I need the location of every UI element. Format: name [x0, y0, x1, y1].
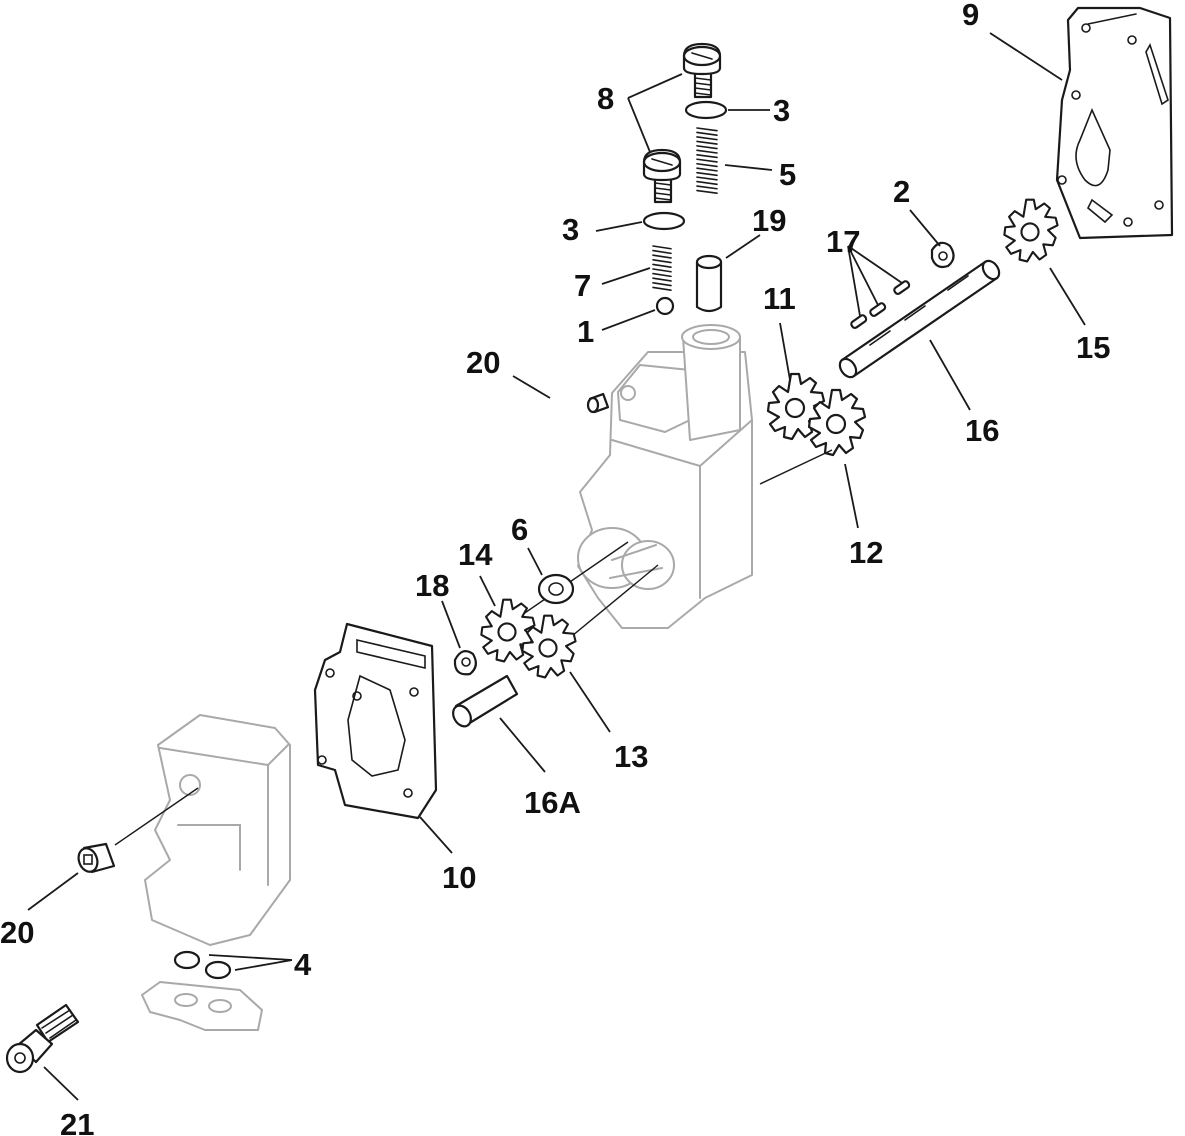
callout-7: 7 [574, 268, 591, 303]
gear-15 [1003, 198, 1059, 263]
callout-1: 1 [577, 314, 594, 349]
callout-12: 12 [849, 535, 883, 570]
callout-21: 21 [60, 1107, 94, 1136]
spring-coil [696, 136, 718, 141]
callout-11: 11 [763, 281, 796, 316]
callout-16: 16 [965, 413, 999, 448]
axis-line-gear-12 [759, 449, 833, 485]
callout-8: 8 [597, 81, 614, 116]
spring-coil [652, 245, 672, 250]
spring-coil [652, 277, 672, 282]
spring-coil [652, 268, 672, 273]
spring-coil [652, 263, 672, 268]
callout-20a: 20 [466, 345, 500, 380]
screw-upper [682, 42, 722, 99]
shaft [838, 259, 1001, 379]
spring-coil [696, 176, 718, 181]
washer [537, 573, 575, 605]
spring-coil [696, 149, 718, 154]
gasket-10 [313, 622, 438, 820]
plug-lower [77, 842, 116, 874]
spring-coil [696, 131, 718, 136]
axis-line-plug [114, 787, 199, 846]
leader-lines [27, 32, 1086, 1101]
spring-coil [652, 286, 672, 291]
callout-3a: 3 [773, 93, 790, 128]
o-ring-lower [642, 211, 686, 231]
callout-6: 6 [511, 512, 528, 547]
spring-coil [696, 145, 718, 150]
retaining-ring-2 [930, 241, 955, 269]
spring-coil [652, 281, 672, 287]
callout-2: 2 [893, 174, 910, 209]
callout-4: 4 [294, 947, 312, 982]
callout-18: 18 [415, 568, 449, 603]
spring-coil [696, 189, 718, 195]
fitting [5, 1003, 80, 1074]
callout-5: 5 [779, 157, 796, 192]
keys [850, 280, 911, 329]
sleeve [695, 254, 723, 313]
callout-13: 13 [614, 739, 648, 774]
spring-coil [652, 249, 672, 255]
spring-coil [696, 185, 718, 190]
callout-17: 17 [826, 224, 860, 259]
callout-3b: 3 [562, 212, 579, 247]
callout-10: 10 [442, 860, 476, 895]
callout-20b: 20 [0, 915, 34, 950]
pump-body-ghost [577, 324, 753, 629]
spring-coil [696, 158, 718, 163]
o-ring-upper [684, 100, 728, 120]
spring-coil [696, 180, 718, 186]
screw-lower [642, 148, 682, 204]
check-ball [655, 296, 675, 316]
callout-labels: 1 2 3 3 4 5 6 7 8 9 10 11 12 13 14 15 16… [0, 0, 1110, 1136]
spring-coil [696, 167, 718, 172]
retaining-ring-18 [453, 650, 477, 676]
o-ring-4a [173, 950, 201, 970]
plug-upper [586, 392, 610, 414]
callout-9: 9 [962, 0, 979, 32]
spring-coil [696, 140, 718, 145]
spring-coil [696, 171, 718, 177]
o-ring-4b [204, 960, 232, 980]
spring-coil [652, 258, 672, 264]
callout-14: 14 [458, 537, 493, 572]
callout-19: 19 [752, 203, 786, 238]
spring-coil [696, 162, 718, 168]
spring-coil [696, 127, 718, 132]
callout-16a: 16A [524, 785, 581, 820]
spring-coil [696, 154, 718, 159]
gasket-9 [1055, 6, 1174, 240]
spring-upper [696, 127, 718, 195]
callout-15: 15 [1076, 330, 1110, 365]
cover-ghost [141, 714, 291, 1031]
spring-coil [652, 254, 672, 259]
spring-lower [652, 245, 672, 291]
pin-16a [452, 674, 519, 728]
spring-coil [652, 272, 672, 278]
